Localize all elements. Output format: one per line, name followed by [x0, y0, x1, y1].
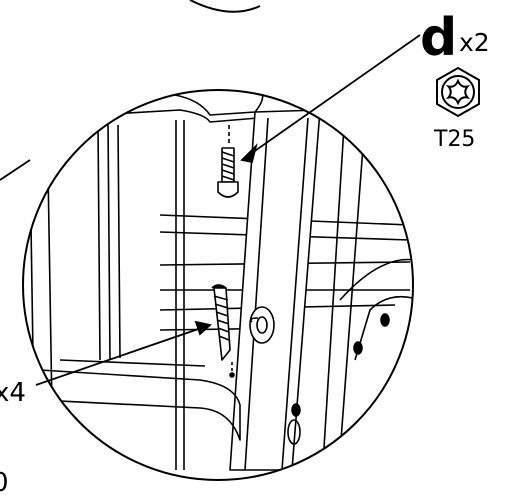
washer-icon [249, 306, 275, 344]
screw-quantity: x4 [0, 378, 26, 408]
seat-front [39, 369, 241, 441]
leader-left [0, 159, 31, 181]
zoom-circle [22, 89, 414, 481]
zoom-detail [29, 90, 413, 480]
tool-label: T25 [434, 127, 476, 152]
part-quantity: x2 [459, 28, 490, 57]
bolt-icon [217, 125, 239, 198]
part-letter: d [420, 8, 458, 68]
left-posts [29, 120, 185, 470]
leader-bolt [241, 34, 421, 161]
wood-screw-icon [211, 284, 233, 378]
leader-lines [0, 34, 421, 386]
right-arm [339, 258, 413, 361]
upper-slat [39, 91, 264, 116]
page-fragment: 0 [0, 468, 9, 498]
diagonal-leg [229, 109, 321, 471]
curve-fragment [189, 0, 261, 13]
leader-screw [35, 324, 211, 386]
torx-star-icon [436, 66, 480, 118]
